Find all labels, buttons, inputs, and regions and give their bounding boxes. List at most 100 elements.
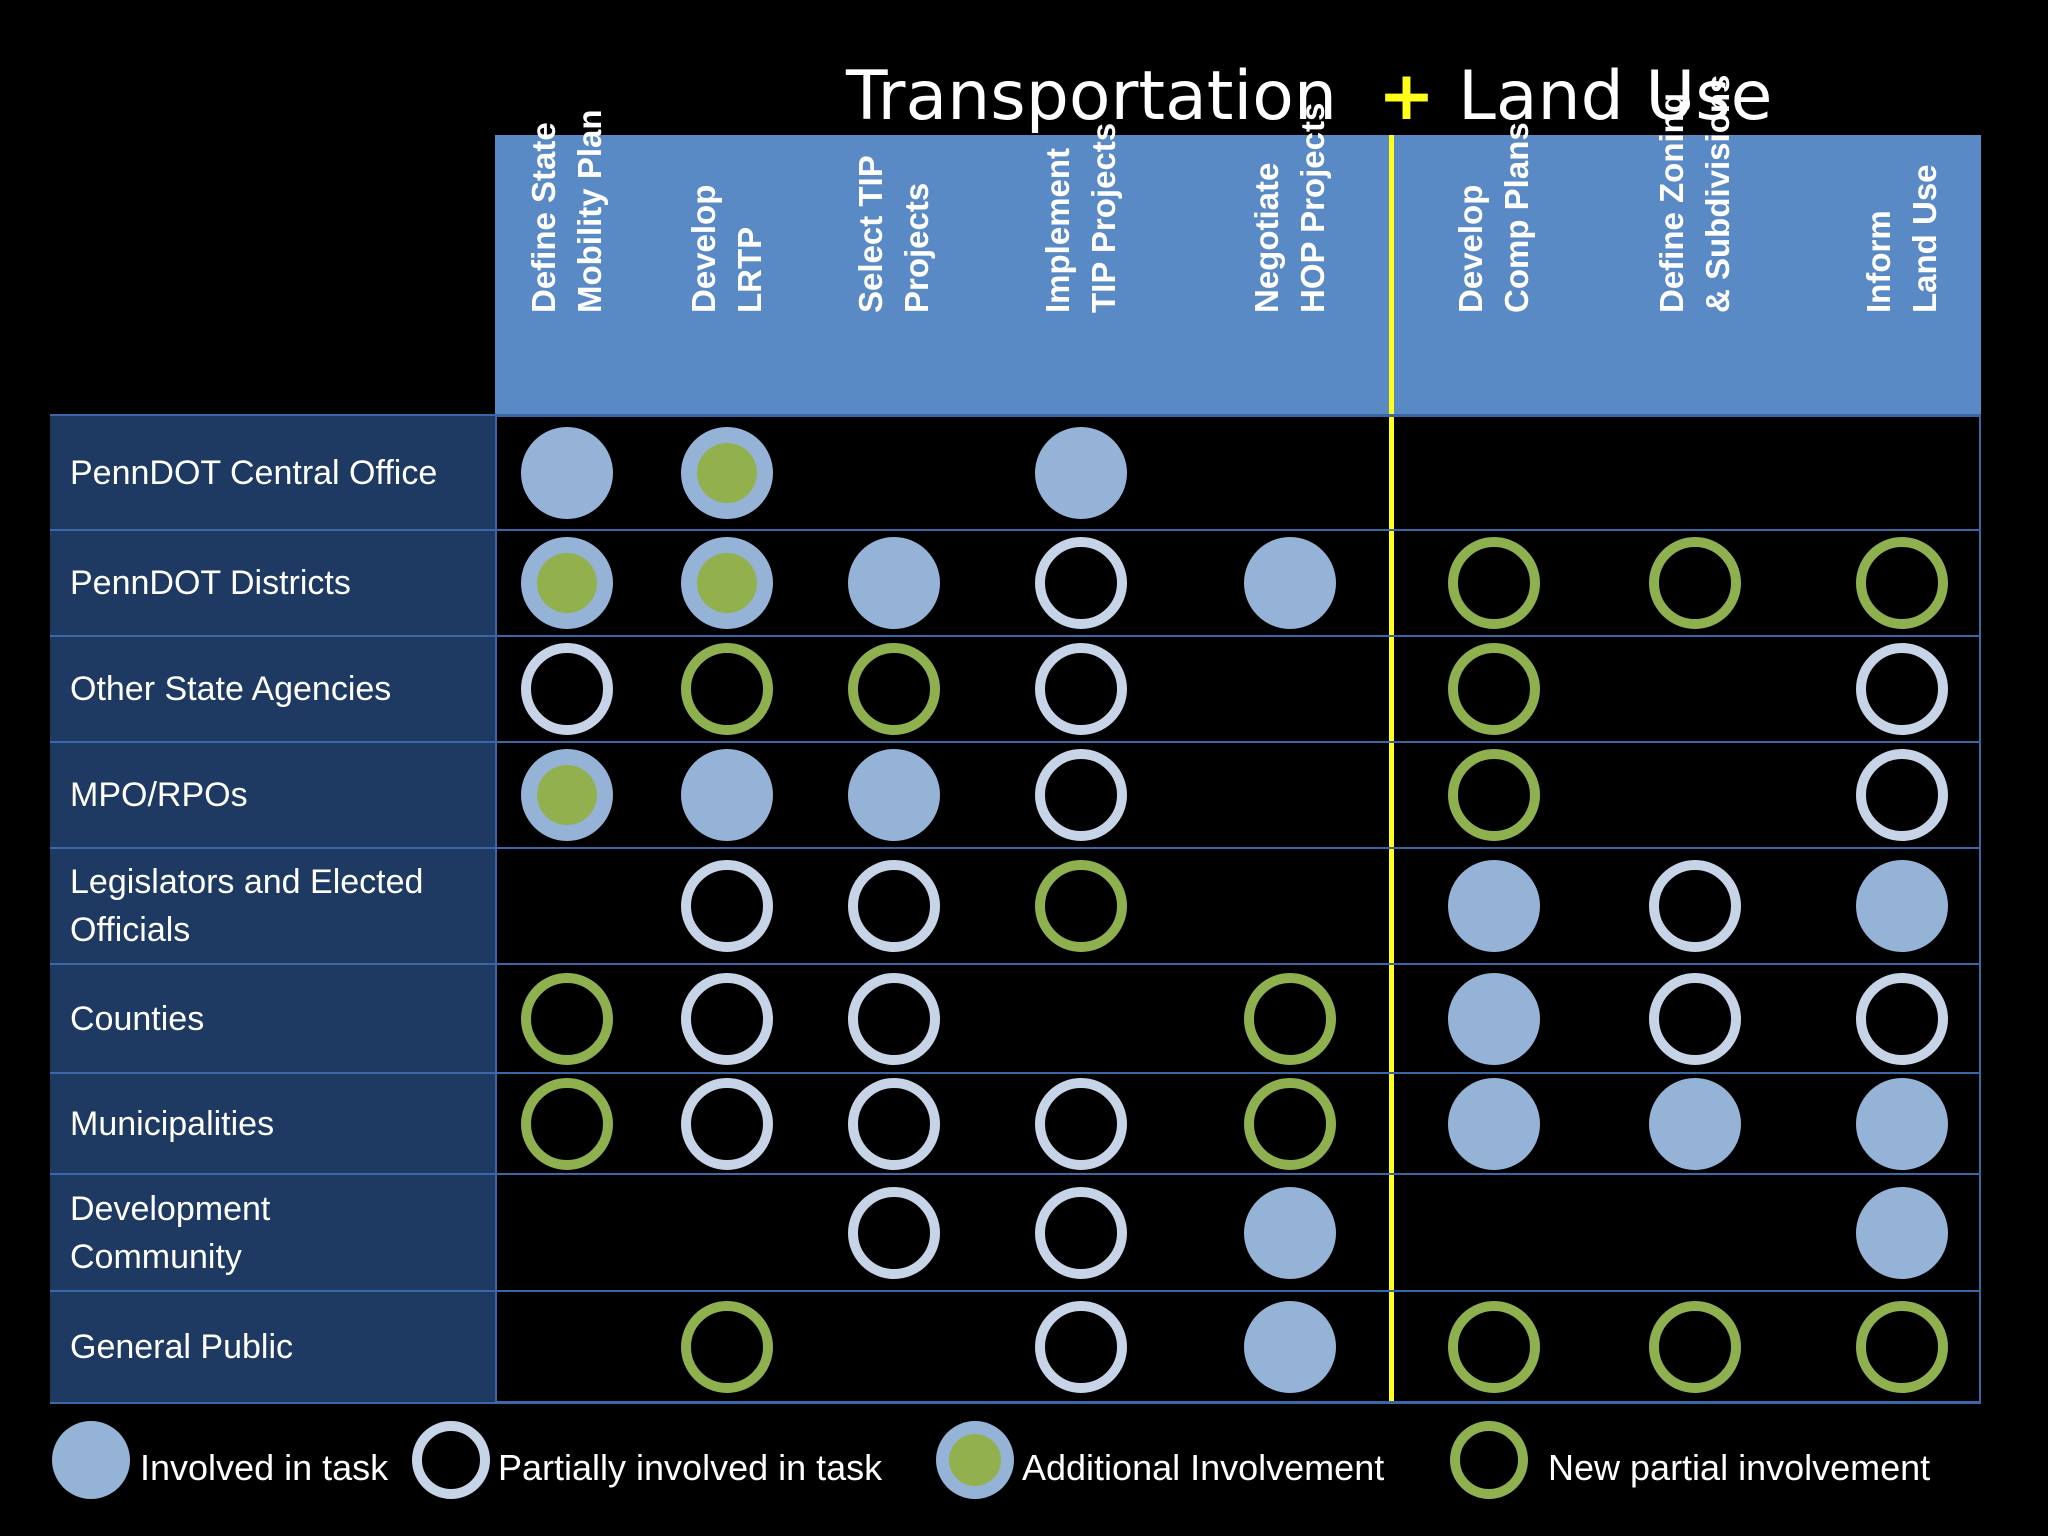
column-header-line2: Land Use [1906,164,1943,313]
involvement-marker-newpartial [681,643,773,735]
grid-row-divider [50,1072,1981,1074]
column-header-text: Define Zoning& Subdivisions [1649,43,1741,313]
column-header-line2: & Subdivisions [1699,74,1736,313]
involvement-marker-partial [681,972,773,1065]
row-label-line1: General Public [70,1328,294,1366]
involvement-marker-partial [1035,1186,1127,1279]
involvement-marker-full [1035,426,1127,519]
grid-row-divider [50,635,1981,637]
column-header-line1: Define Zoning [1653,93,1690,313]
involvement-marker-partial [521,643,613,735]
column-header-line1: Negotiate [1248,162,1285,313]
grid-row-divider [50,1173,1981,1175]
row-label-line1: MPO/RPOs [70,776,248,814]
row-label: PennDOT Central Office [70,415,490,530]
column-header-line1: Define State [525,122,562,313]
involvement-marker-full [521,426,613,519]
involvement-marker-full [1448,860,1540,952]
row-label-panel [50,415,495,1403]
column-header-line2: LRTP [731,226,768,313]
row-label: Counties [70,964,490,1073]
row-label-line1: PennDOT Central Office [70,453,438,492]
title-plus: + [1378,57,1435,136]
column-header-line1: Develop [1452,184,1489,313]
grid-row-divider [50,847,1981,849]
column-header-line2: TIP Projects [1085,122,1122,313]
legend-label: Involved in task [140,1447,389,1488]
involvement-marker-partial [848,860,940,952]
involvement-marker-newpartial [1856,537,1948,629]
involvement-marker-newpartial [1035,860,1127,952]
involvement-marker-full [848,537,940,629]
title-land-use: Land Use [1458,57,1773,136]
involvement-marker-full [1244,537,1336,629]
involvement-marker-newpartial [1448,749,1540,841]
involvement-marker-partial [1035,643,1127,735]
row-label: MPO/RPOs [70,742,490,848]
involvement-marker-partial [681,1077,773,1170]
involvement-marker-newpartial [1448,537,1540,629]
column-header-line1: Select TIP [852,155,889,313]
involvement-marker-full [1856,860,1948,952]
involvement-marker-partial [1035,1077,1127,1170]
involvement-marker-partial [848,1186,940,1279]
involvement-marker-newpartial [521,972,613,1065]
row-label-line1: Legislators and Elected [70,863,424,901]
involvement-marker-newpartial [1244,972,1336,1065]
row-label-line1: PennDOT Districts [70,564,351,602]
involvement-marker-full [1856,1186,1948,1279]
row-label-line1: Other State Agencies [70,670,392,708]
involvement-marker-full [1244,1301,1336,1393]
involvement-marker-additional [681,537,773,629]
involvement-marker-full [1448,972,1540,1065]
involvement-marker-additional [681,426,773,519]
row-label-line1: Counties [70,999,205,1038]
involvement-marker-partial [1035,537,1127,629]
involvement-marker-newpartial [1649,1301,1741,1393]
row-label-line2: Officials [70,911,191,949]
legend-label: New partial involvement [1548,1447,1931,1488]
involvement-marker-newpartial [1856,1301,1948,1393]
column-header-band [495,135,1981,415]
grid-row-divider [50,963,1981,965]
row-label-line2: Community [70,1237,242,1276]
involvement-marker-additional [521,537,613,629]
legend-swatch-full [52,1421,130,1499]
involvement-marker-newpartial [1244,1077,1336,1170]
involvement-marker-partial [848,1077,940,1170]
involvement-marker-full [1244,1186,1336,1279]
legend-swatch-additional [936,1421,1014,1499]
involvement-marker-partial [1856,972,1948,1065]
column-header-line2: Comp Plans [1498,122,1535,313]
row-label: General Public [70,1291,490,1403]
involvement-marker-full [1856,1077,1948,1170]
column-header-line2: HOP Projects [1294,102,1331,313]
column-header-line1: Develop [685,184,722,313]
transportation-land-use-divider [1389,135,1394,1403]
involvement-marker-full [1649,1077,1741,1170]
grid-row-divider [50,1290,1981,1292]
involvement-marker-partial [848,972,940,1065]
grid-row-divider [50,1402,1981,1404]
involvement-marker-newpartial [848,643,940,735]
title-transportation: Transportation [846,57,1338,136]
involvement-marker-partial [681,860,773,952]
row-label: Municipalities [70,1073,490,1174]
involvement-marker-partial [1649,972,1741,1065]
grid-row-divider [50,529,1981,531]
